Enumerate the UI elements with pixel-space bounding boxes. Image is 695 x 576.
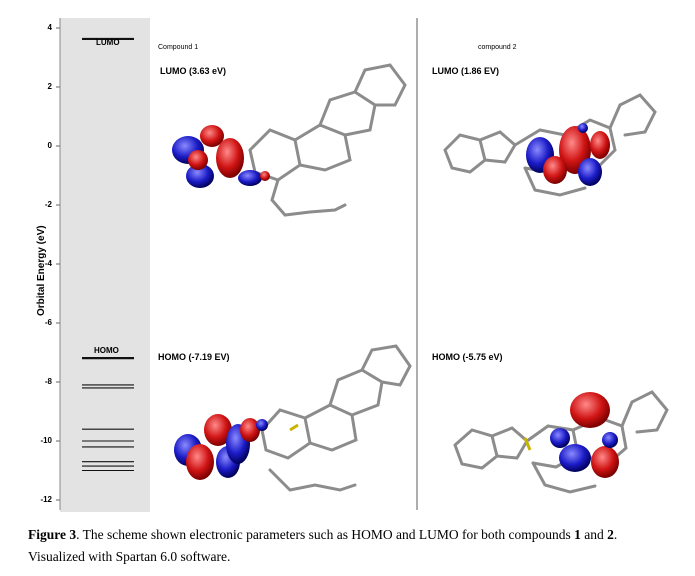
y-tick-label: -12	[40, 495, 52, 504]
compound-2-lumo-molecule	[443, 93, 657, 197]
compound-1-name: Compound 1	[158, 44, 199, 51]
caption-text-2: .	[613, 527, 618, 542]
y-axis-ticks	[56, 27, 60, 501]
y-tick-label: -10	[40, 436, 52, 445]
compound-2-name: compound 2	[478, 44, 517, 51]
homo-level-label: HOMO	[94, 346, 119, 355]
caption-compound-2: 2	[607, 527, 614, 542]
y-tick-label: -2	[44, 200, 52, 209]
caption-text-1: . The scheme shown electronic parameters…	[76, 527, 575, 542]
figure-graphic	[56, 18, 669, 512]
compound-1-lumo-label: LUMO (3.63 eV)	[160, 66, 227, 76]
compound-1-homo-molecule	[174, 344, 412, 492]
y-tick-label: -6	[44, 318, 52, 327]
y-tick-label: 0	[47, 141, 52, 150]
compound-2-homo-label: HOMO (-5.75 eV)	[432, 352, 503, 362]
figure-3: 4 2 0 -2 -4 -6 -8 -10 -12 Orbital Energy (eV) LU…	[36, 18, 669, 512]
y-tick-label: 2	[47, 82, 52, 91]
y-tick-label: -4	[44, 259, 52, 268]
compound-1-lumo-molecule	[172, 63, 407, 217]
energy-levels	[82, 37, 134, 472]
energy-panel	[60, 18, 150, 512]
caption-compound-1: 1	[574, 527, 581, 542]
compound-1-homo-label: HOMO (-7.19 EV)	[158, 352, 230, 362]
y-tick-label: -8	[44, 377, 52, 386]
figure-label: Figure 3	[28, 527, 77, 542]
y-axis-label: Orbital Energy (eV)	[36, 225, 47, 316]
caption-line-2: Visualized with Spartan 6.0 software.	[28, 549, 231, 564]
figure-caption: Figure 3. The scheme shown electronic pa…	[28, 524, 688, 568]
caption-text-and: and	[580, 527, 608, 542]
compound-2-homo-molecule	[453, 390, 669, 494]
y-tick-label: 4	[47, 23, 52, 32]
lumo-level-label: LUMO	[96, 38, 120, 47]
compound-2-lumo-label: LUMO (1.86 EV)	[432, 66, 500, 76]
